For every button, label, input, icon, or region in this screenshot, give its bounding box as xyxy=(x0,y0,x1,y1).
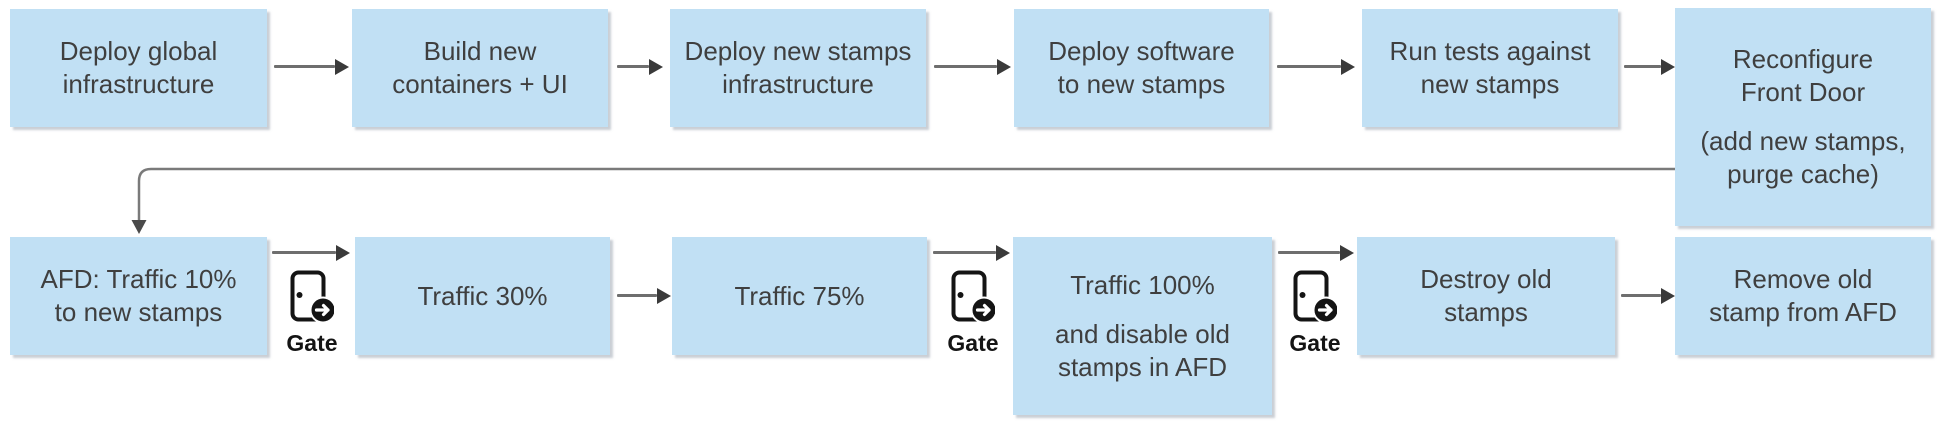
gate-door-icon xyxy=(290,270,334,324)
step-label: Deploy global infrastructure xyxy=(59,36,218,99)
step-traffic-30: Traffic 30% xyxy=(355,237,610,355)
step-deploy-software-to-new-stamps: Deploy software to new stamps xyxy=(1014,9,1269,127)
gate-label: Gate xyxy=(286,330,338,356)
flow-arrow-icon xyxy=(1624,58,1675,75)
step-label: AFD: Traffic 10% to new stamps xyxy=(40,264,237,327)
flow-arrow-icon xyxy=(617,58,663,75)
step-label: Deploy new stamps infrastructure xyxy=(684,36,912,99)
flow-arrow-icon xyxy=(934,58,1011,75)
feedback-connector-line xyxy=(137,167,1675,221)
gate-2: Gate xyxy=(941,270,1005,356)
gate-3: Gate xyxy=(1283,270,1347,356)
step-label: Remove old stamp from AFD xyxy=(1709,264,1897,327)
step-label: Traffic 30% xyxy=(417,280,548,311)
step-afd-traffic-10-to-new-stamps: AFD: Traffic 10% to new stamps xyxy=(10,237,267,355)
step-deploy-new-stamps-infrastructure: Deploy new stamps infrastructure xyxy=(670,9,926,127)
step-run-tests-against-new-stamps: Run tests against new stamps xyxy=(1362,9,1618,127)
gate-door-icon xyxy=(1293,270,1337,324)
gate-flow-arrow-icon xyxy=(933,244,1010,261)
step-label: Reconfigure Front Door xyxy=(1732,44,1874,107)
step-deploy-global-infrastructure: Deploy global infrastructure xyxy=(10,9,267,127)
step-label: Destroy old stamps xyxy=(1420,264,1552,327)
step-label: Run tests against new stamps xyxy=(1389,36,1591,99)
gate-1: Gate xyxy=(280,270,344,356)
flow-arrow-icon xyxy=(1621,287,1675,304)
feedback-connector-arrowhead-icon xyxy=(131,220,147,234)
gate-flow-arrow-icon xyxy=(272,244,350,261)
step-traffic-100: Traffic 100% and disable old stamps in A… xyxy=(1013,237,1272,415)
flow-arrow-icon xyxy=(274,58,349,75)
step-reconfigure-front-door: Reconfigure Front Door (add new stamps, … xyxy=(1675,8,1931,226)
step-destroy-old-stamps: Destroy old stamps xyxy=(1357,237,1615,355)
flow-arrow-icon xyxy=(617,287,671,304)
step-remove-old-stamp-from-afd: Remove old stamp from AFD xyxy=(1675,237,1931,355)
gate-label: Gate xyxy=(1289,330,1341,356)
step-label: Traffic 100% xyxy=(1070,269,1215,300)
step-label: Deploy software to new stamps xyxy=(1048,36,1235,99)
gate-flow-arrow-icon xyxy=(1278,244,1354,261)
step-build-new-containers-ui: Build new containers + UI xyxy=(352,9,608,127)
flow-arrow-icon xyxy=(1277,58,1355,75)
step-sublabel: and disable old stamps in AFD xyxy=(1055,318,1230,382)
step-traffic-75: Traffic 75% xyxy=(672,237,927,355)
gate-door-icon xyxy=(951,270,995,324)
gate-label: Gate xyxy=(947,330,999,356)
step-label: Traffic 75% xyxy=(734,280,865,311)
step-label: Build new containers + UI xyxy=(392,36,568,99)
step-sublabel: (add new stamps, purge cache) xyxy=(1700,126,1906,189)
